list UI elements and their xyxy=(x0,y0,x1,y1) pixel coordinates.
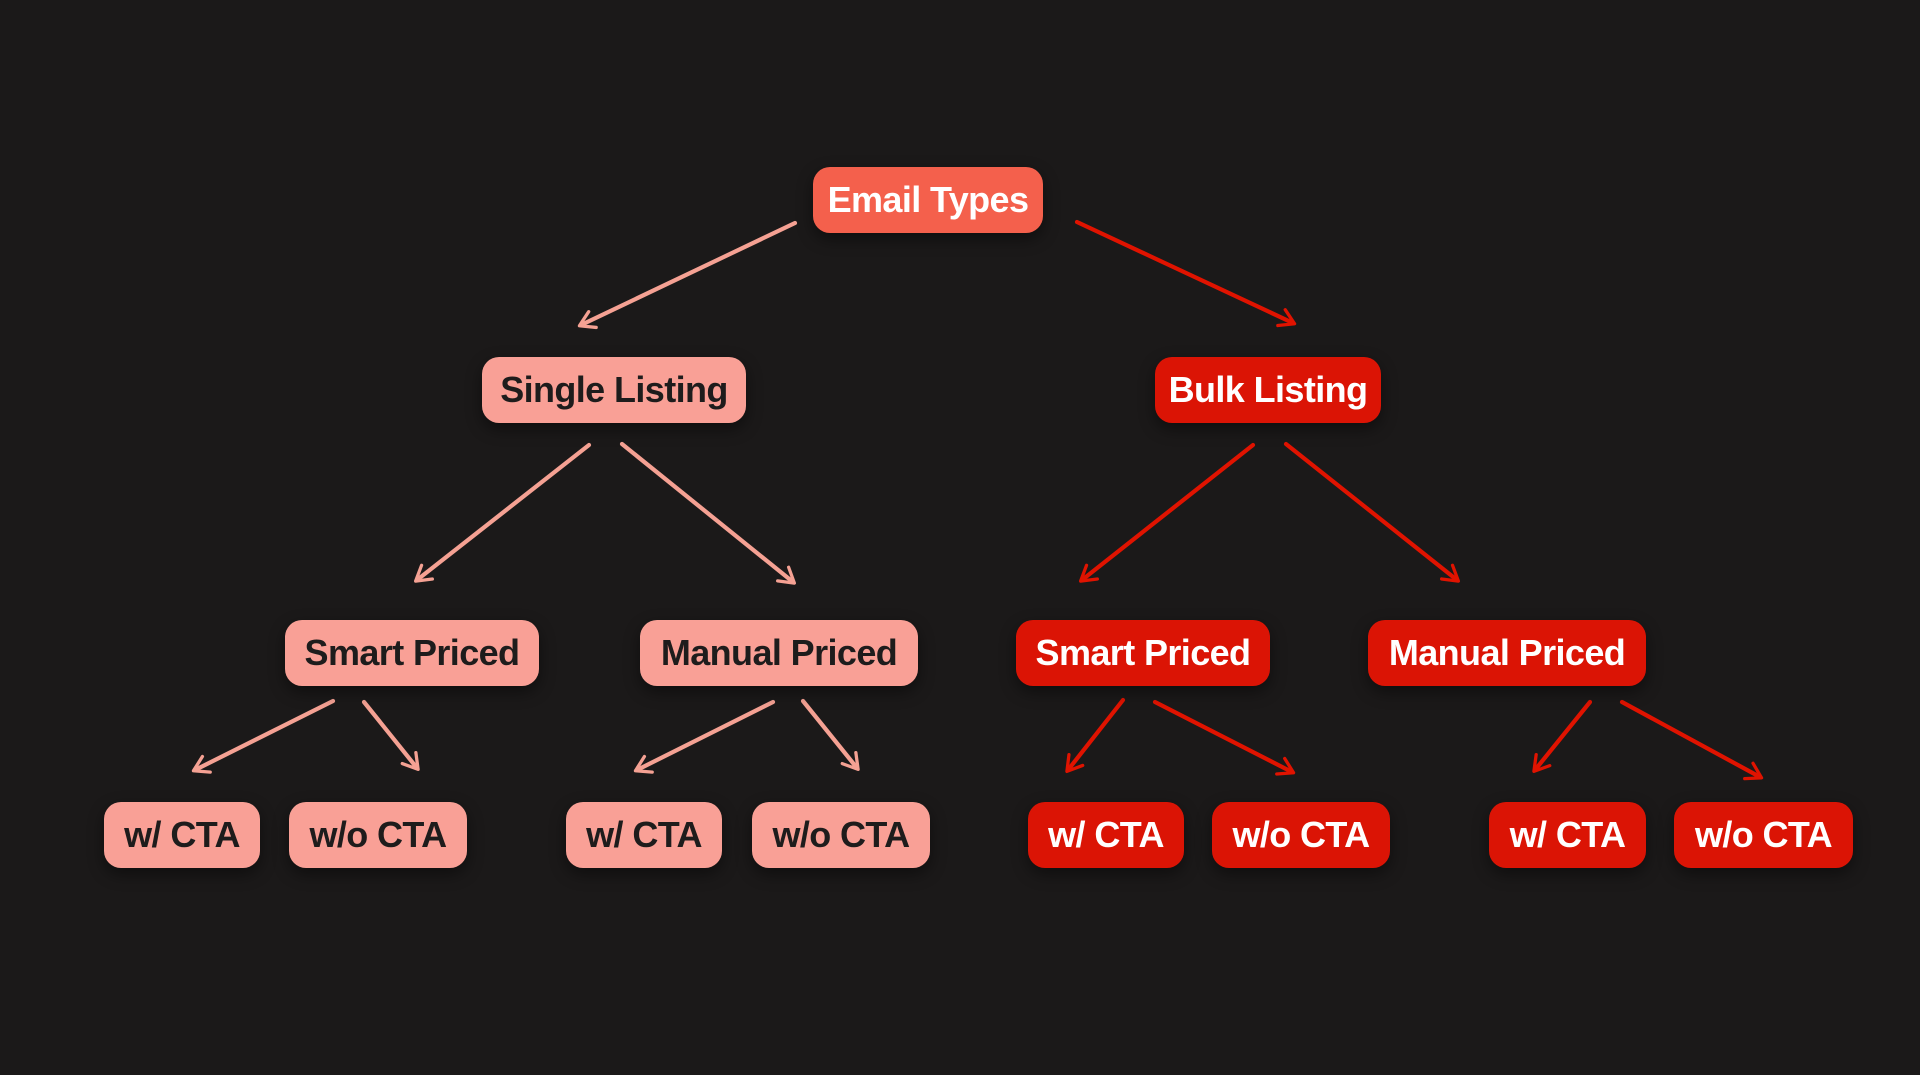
node-single-manual-w-cta: w/ CTA xyxy=(566,802,722,868)
edge-arrow-bulk-listing-to-bulk-smart-priced xyxy=(1078,442,1256,583)
node-label: Manual Priced xyxy=(660,632,898,673)
node-label: Manual Priced xyxy=(1388,632,1626,673)
node-label: w/o CTA xyxy=(309,814,447,855)
edge-arrow-bulk-smart-priced-to-bulk-smart-w-cta xyxy=(1065,697,1126,774)
node-label: w/o CTA xyxy=(1694,814,1833,855)
node-bulk-manual-priced: Manual Priced xyxy=(1368,620,1646,686)
node-bulk-manual-w-cta: w/ CTA xyxy=(1489,802,1646,868)
node-single-listing: Single Listing xyxy=(482,357,746,423)
node-label: w/ CTA xyxy=(586,814,702,855)
edge-arrow-bulk-manual-priced-to-bulk-manual-wo-cta xyxy=(1619,699,1764,781)
edge-arrow-single-manual-priced-to-single-manual-wo-cta xyxy=(800,698,860,771)
node-bulk-listing: Bulk Listing xyxy=(1155,357,1381,423)
node-label: Smart Priced xyxy=(304,632,521,673)
edge-arrow-single-smart-priced-to-single-smart-wo-cta xyxy=(361,699,420,772)
node-bulk-smart-w-cta: w/ CTA xyxy=(1028,802,1184,868)
edge-arrow-bulk-manual-priced-to-bulk-manual-w-cta xyxy=(1532,699,1593,773)
node-label: w/ CTA xyxy=(1509,814,1626,855)
node-bulk-smart-wo-cta: w/o CTA xyxy=(1212,802,1390,868)
node-label: Single Listing xyxy=(500,369,728,410)
edge-arrow-bulk-listing-to-bulk-manual-priced xyxy=(1283,441,1461,583)
edge-arrow-email-types-to-bulk-listing xyxy=(1074,219,1297,328)
node-bulk-smart-priced: Smart Priced xyxy=(1016,620,1270,686)
edge-arrow-bulk-smart-priced-to-bulk-smart-wo-cta xyxy=(1152,699,1296,776)
node-label: w/o CTA xyxy=(1232,814,1370,855)
node-label: Email Types xyxy=(827,179,1029,220)
node-single-smart-w-cta: w/ CTA xyxy=(104,802,260,868)
node-single-manual-wo-cta: w/o CTA xyxy=(752,802,930,868)
node-email-types: Email Types xyxy=(813,167,1043,233)
node-bulk-manual-wo-cta: w/o CTA xyxy=(1674,802,1853,868)
node-single-manual-priced: Manual Priced xyxy=(640,620,918,686)
node-label: w/ CTA xyxy=(1048,814,1164,855)
node-label: Bulk Listing xyxy=(1168,369,1368,410)
edge-arrow-single-smart-priced-to-single-smart-w-cta xyxy=(191,698,336,774)
node-label: Smart Priced xyxy=(1035,632,1252,673)
edge-arrow-single-listing-to-single-manual-priced xyxy=(619,441,796,585)
edge-arrow-email-types-to-single-listing xyxy=(577,220,798,330)
node-single-smart-wo-cta: w/o CTA xyxy=(289,802,467,868)
edge-arrow-single-manual-priced-to-single-manual-w-cta xyxy=(633,699,776,774)
node-label: w/ CTA xyxy=(124,814,240,855)
node-label: w/o CTA xyxy=(772,814,910,855)
node-single-smart-priced: Smart Priced xyxy=(285,620,539,686)
edge-arrow-single-listing-to-single-smart-priced xyxy=(413,442,592,583)
